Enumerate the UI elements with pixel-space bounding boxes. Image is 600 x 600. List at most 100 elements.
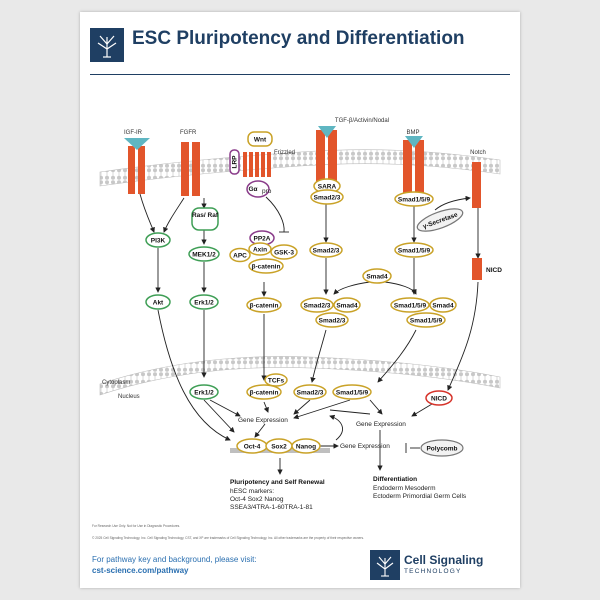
fgfr-label: FGFR <box>180 130 197 136</box>
axin-label: Axin <box>253 247 267 254</box>
gene-expression-link <box>329 409 371 415</box>
arrow-nicd-gene-right <box>411 403 433 417</box>
nicd-cyto-label: NICD <box>486 267 502 274</box>
gene-expression-right: Gene Expression <box>356 421 406 428</box>
frizzled-helices <box>243 152 271 177</box>
gsk3-label: GSK-3 <box>274 250 294 257</box>
brand-logo: Cell Signaling TECHNOLOGY <box>370 550 510 584</box>
node-apc: APC <box>229 247 251 263</box>
visit-line: For pathway key and background, please v… <box>92 555 257 564</box>
arrow-igf1r-pi3k <box>139 193 155 233</box>
arrow-smad4-right <box>384 281 417 295</box>
title-text: ESC Pluripotency and Differentiation <box>132 28 465 49</box>
differentiation-outcome: Differentiation Endoderm Mesoderm Ectode… <box>373 476 467 500</box>
node-pp2a: PP2A <box>249 230 275 246</box>
inhibition-lines <box>265 196 420 453</box>
igf1r-label: IGF-IR <box>124 130 143 136</box>
pathway-url-link[interactable]: cst-science.com/pathway <box>92 566 189 575</box>
sara-label: SARA <box>318 184 337 191</box>
fgfr-receptor: FGFR <box>180 130 200 196</box>
g-protein-label: Gα <box>248 186 257 193</box>
bcat-nuc-label: β-catenin <box>250 390 279 397</box>
erk-nuc-label: Erk1/2 <box>194 390 214 397</box>
brand-subtitle: TECHNOLOGY <box>404 568 462 575</box>
node-erk-cyto: Erk1/2 <box>189 294 219 310</box>
polycomb-label: Polycomb <box>426 446 457 453</box>
arrow-smad159-gene-right <box>369 399 383 415</box>
lrp-label: LRP <box>232 155 239 169</box>
node-mek: MEK1/2 <box>188 246 220 262</box>
arrow-gene-left-oct4 <box>254 423 266 438</box>
akt-label: Akt <box>153 300 164 307</box>
bmp-chain-b <box>415 140 424 196</box>
smad23-nuc-label: Smad2/3 <box>297 390 324 397</box>
plasma-membrane <box>99 149 501 187</box>
arrow-gene-feedback <box>329 414 343 441</box>
arrow-smad23-gene-left <box>293 399 311 415</box>
nanog-node <box>291 438 321 454</box>
node-smad23-a: Smad2/3 <box>310 189 344 205</box>
node-pi3k: PI3K <box>145 232 171 248</box>
igf1r-chain-b <box>138 146 145 194</box>
pluri-line1: hESC markers: <box>230 488 274 495</box>
nuclear-membrane <box>99 356 501 396</box>
fgfr-chain-a <box>181 142 189 196</box>
pathway-link-block: For pathway key and background, please v… <box>92 554 257 576</box>
node-rasraf: Ras/ Raf <box>191 207 219 231</box>
node-smad159-c: Smad1/5/9 <box>390 297 430 313</box>
arrow-nicd-nucleus <box>447 281 479 391</box>
node-akt: Akt <box>145 294 171 310</box>
mek-label: MEK1/2 <box>192 252 216 259</box>
bmp-receptor: BMP <box>403 130 424 196</box>
title-divider <box>90 74 510 75</box>
igf1r-ligand-icon <box>124 138 150 150</box>
nicd-nuc-label: NICD <box>431 396 447 403</box>
pathway-poster: ESC Pluripotency and Differentiation Cyt… <box>80 12 520 588</box>
gene-expression-promoter: Gene Expression <box>340 443 390 450</box>
tgf-chain-a <box>316 130 325 186</box>
node-bcat-complex: β-catenin <box>248 258 284 274</box>
wnt-label: Wnt <box>254 137 267 144</box>
nucleus-label: Nucleus <box>118 394 140 400</box>
node-smad23-c: Smad2/3 <box>300 297 334 313</box>
arrow-fgfr-pi3k <box>163 197 185 233</box>
disclaimer-text: For Research Use Only. Not for Use in Di… <box>92 524 181 528</box>
arrow-bcat-gene-left <box>263 401 269 413</box>
smad159-b-label: Smad1/5/9 <box>398 248 431 255</box>
diff-line1: Endoderm Mesoderm <box>373 485 436 492</box>
tcfs-label: TCFs <box>268 378 285 385</box>
diff-title: Differentiation <box>373 476 417 483</box>
bcat-free-label: β-catenin <box>250 303 279 310</box>
pluri-line2: Oct-4 Sox2 Nanog <box>230 496 284 503</box>
node-smad4-complex1: Smad4 <box>333 297 361 313</box>
copyright-text: © 2025 Cell Signaling Technology, Inc. C… <box>92 536 364 540</box>
diff-line2: Ectoderm Primordial Germ Cells <box>373 493 467 500</box>
brand-tree-icon <box>370 550 400 580</box>
igf1r-chain-a <box>128 146 135 194</box>
node-smad23-nuc: Smad2/3 <box>293 384 327 400</box>
g-protein-subscript: pro <box>262 188 272 195</box>
pluri-title: Pluripotency and Self Renewal <box>230 479 325 486</box>
bmp-ligand-icon <box>405 136 423 148</box>
node-bcat-nuc: β-catenin <box>246 384 282 400</box>
smad23-c2-label: Smad2/3 <box>319 318 346 325</box>
node-smad159-b: Smad1/5/9 <box>394 242 434 258</box>
node-smad159-c2: Smad1/5/9 <box>406 312 446 328</box>
arrow-secretase-notch <box>434 195 471 211</box>
nanog-label: Nanog <box>296 444 316 451</box>
node-gamma-secretase: γ-Secretase <box>416 208 464 232</box>
node-smad23-c2: Smad2/3 <box>315 312 349 328</box>
tgf-ligand-icon <box>318 126 336 138</box>
smad4-label: Smad4 <box>366 274 388 281</box>
arrow-smad23-nucleus <box>310 329 327 383</box>
igf1r-receptor: IGF-IR <box>124 130 150 194</box>
node-smad23-b: Smad2/3 <box>309 242 343 258</box>
erk-cyto-label: Erk1/2 <box>194 300 214 307</box>
arrow-erk-oct4 <box>203 399 235 433</box>
smad159-c2-label: Smad1/5/9 <box>410 318 443 325</box>
dna-promoter: Oct-4 Sox2 Nanog <box>230 438 330 454</box>
bmp-label: BMP <box>406 130 419 136</box>
notch-receptor: Notch <box>470 150 486 208</box>
wnt-frizzled-complex: Wnt LRP Frizzled Gα pro <box>229 131 295 198</box>
fgfr-chain-b <box>192 142 200 196</box>
